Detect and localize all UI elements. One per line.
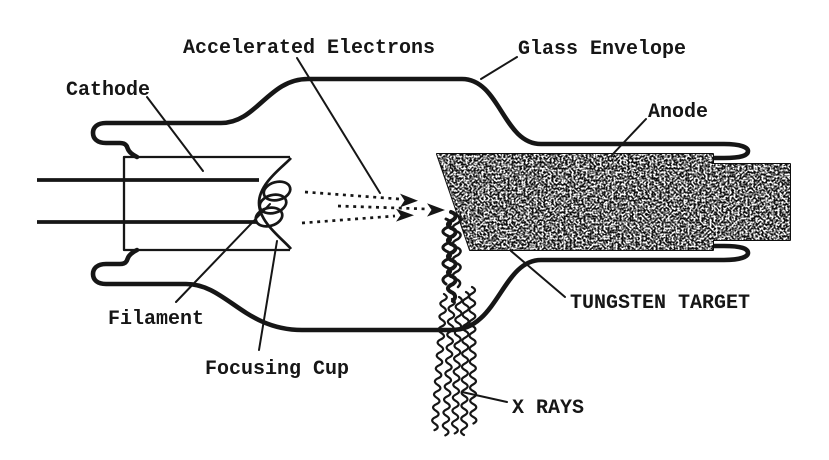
filament-leader-line — [175, 203, 271, 303]
knot-strand-3 — [451, 213, 462, 289]
cathode-label: Cathode — [66, 79, 150, 102]
electron-beam-top — [304, 190, 400, 201]
anode-label: Anode — [648, 101, 708, 124]
xray-wave-1 — [431, 292, 448, 432]
knot-strand-2 — [441, 217, 453, 286]
glass-envelope-label: Glass Envelope — [518, 38, 686, 61]
glass-envelope-top-outline — [90, 76, 751, 161]
xray-wave-5 — [468, 285, 478, 425]
electron-arrowhead-top — [400, 193, 418, 208]
anode-speckle-texture — [437, 154, 790, 250]
accelerated-electrons-leader-line — [296, 57, 381, 194]
filament-coil — [254, 180, 292, 228]
focusing-cup-label: Focusing Cup — [205, 358, 349, 381]
diagram-labels: Cathode Accelerated Electrons Glass Enve… — [66, 37, 750, 420]
leader-lines — [146, 56, 647, 403]
xray-wave-2 — [441, 297, 456, 437]
tungsten-target-leader-line — [510, 250, 566, 298]
filament-loop-1 — [262, 180, 292, 202]
accelerated-electrons-label: Accelerated Electrons — [183, 37, 435, 60]
x-rays-leader-line — [461, 391, 508, 403]
focusing-cup-leader-line — [258, 240, 278, 351]
tungsten-target-label: TUNGSTEN TARGET — [570, 292, 750, 315]
electron-beam-middle — [337, 204, 428, 211]
glass-envelope — [90, 76, 751, 333]
xray-waves — [431, 285, 478, 437]
anode-leader-line — [611, 118, 647, 156]
glass-envelope-leader-line — [480, 56, 518, 80]
xray-wave-3 — [450, 295, 463, 435]
cathode-leader-line — [146, 96, 204, 172]
knot-strand-1 — [446, 210, 458, 303]
filament-label: Filament — [108, 308, 204, 331]
electron-arrowhead-middle — [427, 203, 445, 217]
cathode-body — [122, 155, 290, 252]
anode-block — [436, 153, 791, 251]
glass-envelope-bottom-outline — [90, 243, 751, 333]
cathode-lead-wires — [37, 178, 259, 224]
filament-loop-2 — [258, 193, 288, 215]
xray-wave-4 — [459, 290, 471, 437]
xray-focal-knot — [441, 210, 462, 303]
electron-beams — [301, 190, 445, 225]
x-rays-label: X RAYS — [512, 397, 584, 420]
electron-beam-bottom — [301, 214, 396, 225]
electron-arrowhead-bottom — [396, 208, 414, 222]
